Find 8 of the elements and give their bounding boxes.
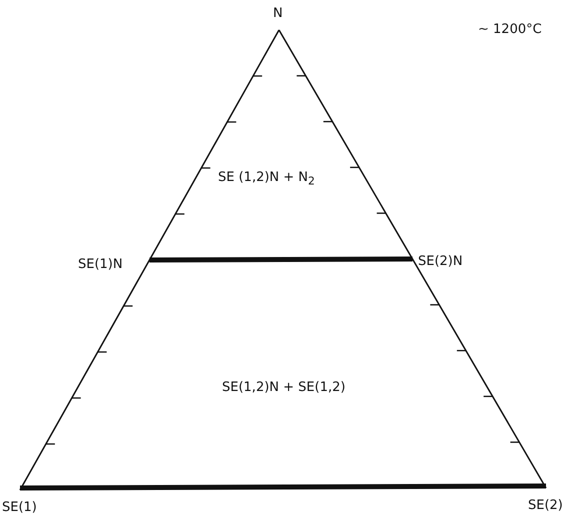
corner-label: N — [273, 6, 283, 21]
compound-label: SE(1)N — [78, 257, 123, 272]
corner-label: SE(1) — [2, 500, 37, 515]
corner-label: SE(2) — [528, 498, 563, 513]
phase-field-label: SE (1,2)N + N$_{2}$ — [218, 170, 315, 189]
temperature-label: ~ 1200°C — [478, 22, 542, 37]
phase-field-label: SE(1,2)N + SE(1,2) — [222, 380, 346, 395]
compound-label: SE(2)N — [418, 254, 463, 269]
